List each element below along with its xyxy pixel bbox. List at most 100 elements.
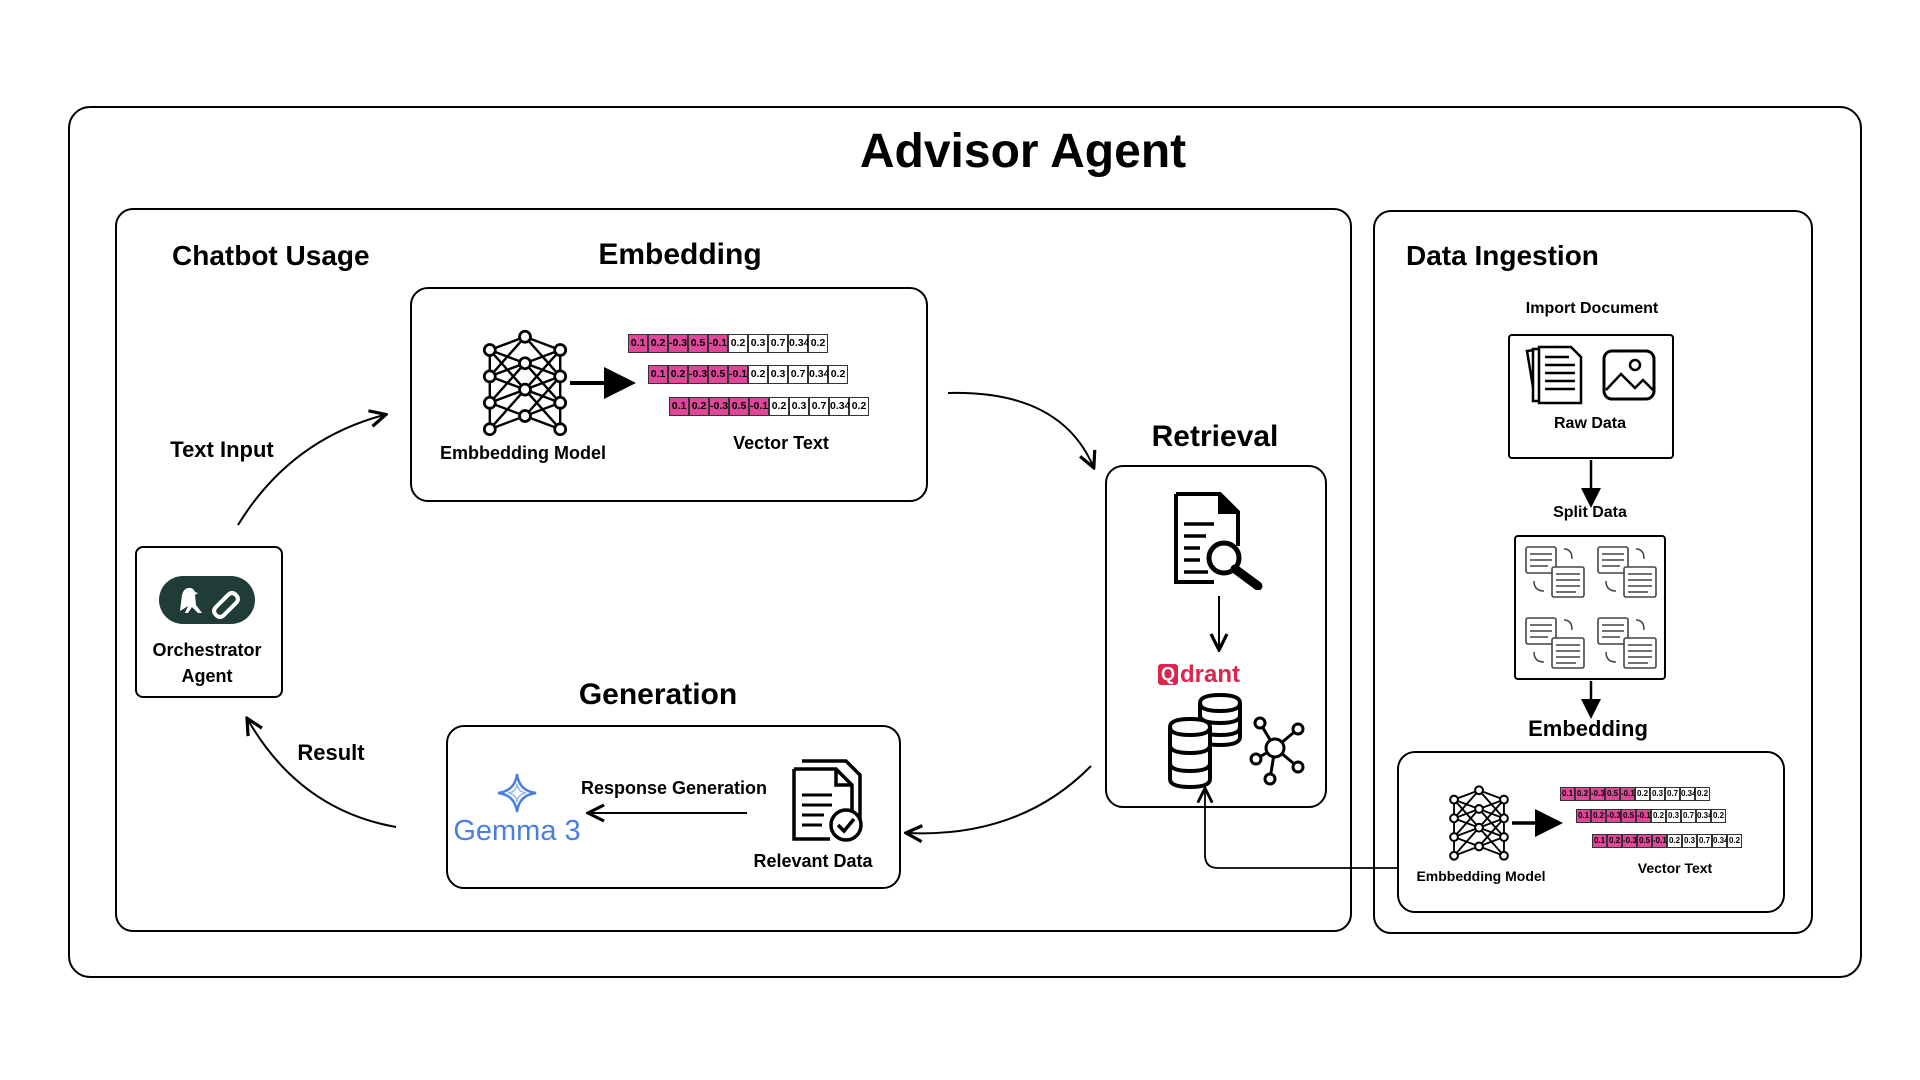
vector-cell: 0.2: [728, 334, 748, 353]
vector-cell: 0.2: [1711, 809, 1726, 823]
generation-title: Generation: [578, 678, 738, 711]
vector-cell: 0.3: [1682, 834, 1697, 848]
vector-cell: 0.2: [1651, 809, 1666, 823]
vector-cell: 0.1: [1576, 809, 1591, 823]
vector-cell: 0.3: [1650, 787, 1665, 801]
vector-cell: -0.1: [1620, 787, 1635, 801]
vector-cell: 0.2: [1607, 834, 1622, 848]
vector-cell: 0.5: [1605, 787, 1620, 801]
gemma-sparkle-icon: [497, 773, 537, 813]
vector-cell: 0.7: [809, 397, 829, 416]
page-title: Advisor Agent: [859, 125, 1187, 178]
vector-cell: 0.2: [1591, 809, 1606, 823]
text-input-label: Text Input: [170, 437, 274, 462]
vector-cell: 0.3: [748, 334, 768, 353]
document-search-icon: [1174, 492, 1263, 590]
vector-cell: 0.7: [1681, 809, 1696, 823]
document-check-icon: [792, 759, 863, 842]
vector-cell: 0.1: [648, 365, 668, 384]
vector-cell: 0.5: [688, 334, 708, 353]
retrieval-to-generation-arrow: [908, 765, 1092, 833]
vector-cell: 0.34: [1696, 809, 1713, 823]
vector-cell: 0.5: [708, 365, 728, 384]
relevant-data-label: Relevant Data: [753, 851, 873, 871]
vector-cell: 0.2: [689, 397, 709, 416]
vector-cell: 0.7: [788, 365, 808, 384]
vector-cell: 0.1: [669, 397, 689, 416]
retrieval-title: Retrieval: [1151, 420, 1279, 453]
vector-cell: -0.1: [1652, 834, 1667, 848]
vector-cell: 0.2: [1635, 787, 1650, 801]
vector-cell: -0.3: [709, 397, 729, 416]
vector-cell: 0.7: [768, 334, 788, 353]
vector-cell: 0.34: [788, 334, 809, 353]
vector-cell: 0.2: [1727, 834, 1742, 848]
text-input-arrow: [237, 415, 384, 526]
vector-cell: 0.34: [808, 365, 829, 384]
split-document-icon: [1525, 546, 1585, 598]
import-document-label: Import Document: [1525, 300, 1659, 317]
vector-cell: 0.7: [1697, 834, 1712, 848]
vector-cell: 0.34: [1680, 787, 1697, 801]
data-ingestion-title: Data Ingestion: [1406, 240, 1599, 271]
vector-text-label: Vector Text: [733, 433, 829, 453]
vector-cell: -0.3: [1606, 809, 1621, 823]
ingestion-embedding-title: Embedding: [1528, 716, 1648, 741]
vector-cell: -0.3: [1622, 834, 1637, 848]
orchestrator-label-line1: Orchestrator: [152, 640, 262, 660]
generation-box: [446, 725, 901, 889]
result-label: Result: [297, 740, 365, 765]
vector-cell: 0.2: [828, 365, 848, 384]
split-document-icon: [1597, 617, 1657, 669]
embedding-model-label: Embbedding Model: [440, 443, 606, 463]
vector-cell: 0.2: [668, 365, 688, 384]
vector-cell: 0.5: [1621, 809, 1636, 823]
vector-cell: 0.2: [648, 334, 668, 353]
split-document-icon: [1525, 617, 1585, 669]
vector-cell: 0.7: [1665, 787, 1680, 801]
result-arrow: [248, 720, 397, 828]
vector-cell: 0.1: [1592, 834, 1607, 848]
vector-cell: 0.34: [829, 397, 850, 416]
embedding-to-retrieval-arrow: [947, 391, 1093, 466]
vector-cell: 0.2: [808, 334, 828, 353]
vector-cell: -0.3: [668, 334, 688, 353]
qdrant-logo-mark: Q: [1158, 664, 1179, 685]
vector-cell: 0.34: [1712, 834, 1729, 848]
split-data-label: Split Data: [1553, 504, 1627, 521]
vector-cell: 0.1: [628, 334, 648, 353]
vector-cell: 0.1: [1560, 787, 1575, 801]
vector-cell: 0.2: [1667, 834, 1682, 848]
parrot-link-icon: [159, 576, 255, 624]
vector-cell: 0.5: [729, 397, 749, 416]
orchestrator-label-line2: Agent: [181, 666, 233, 686]
chatbot-usage-title: Chatbot Usage: [172, 240, 370, 271]
split-document-icon: [1597, 546, 1657, 598]
image-icon: [1602, 349, 1656, 401]
vector-cell: 0.2: [748, 365, 768, 384]
vector-cell: 0.2: [849, 397, 869, 416]
database-icon: [1168, 693, 1305, 790]
ingestion-embedding-box: [1397, 751, 1785, 913]
document-stack-icon: [1525, 345, 1583, 405]
vector-cell: -0.3: [1590, 787, 1605, 801]
vector-cell: -0.3: [688, 365, 708, 384]
gemma-logo-text: Gemma 3: [453, 815, 581, 847]
vector-cell: 0.3: [768, 365, 788, 384]
vector-cell: -0.1: [708, 334, 728, 353]
ingestion-vector-label: Vector Text: [1637, 860, 1713, 876]
neural-network-icon: [1449, 785, 1509, 861]
embedding-title: Embedding: [598, 238, 762, 271]
vector-cell: 0.2: [1575, 787, 1590, 801]
vector-cell: 0.3: [789, 397, 809, 416]
vector-cell: -0.1: [728, 365, 748, 384]
qdrant-logo-text: drant: [1180, 661, 1241, 688]
